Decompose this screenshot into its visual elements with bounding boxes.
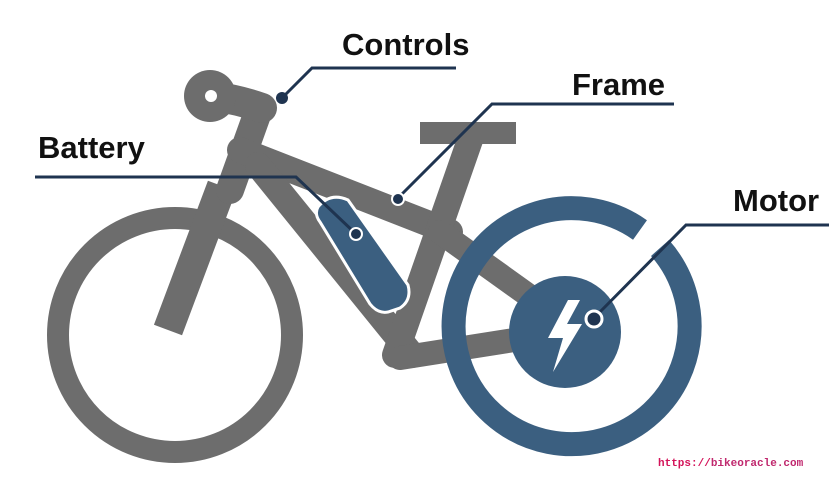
controls-dot	[276, 92, 288, 104]
bicycle	[47, 70, 577, 463]
fork	[153, 180, 237, 336]
label-controls: Controls	[342, 27, 469, 62]
watermark-domain: bikeoracle.com	[711, 458, 804, 470]
leader-dots	[276, 92, 604, 329]
handlebar-bolt	[205, 90, 217, 102]
leader-lines	[35, 66, 829, 320]
motor-wheel	[441, 196, 702, 457]
label-battery: Battery	[38, 130, 146, 165]
motor-dot	[584, 309, 604, 329]
watermark: https://bikeoracle.com	[658, 458, 804, 470]
battery-leader	[35, 175, 358, 236]
saddle	[420, 122, 516, 144]
seat-tube	[382, 127, 483, 368]
motor-leader	[592, 223, 829, 320]
front-wheel	[441, 196, 702, 457]
top-tube	[227, 137, 463, 245]
rear-wheel	[47, 207, 303, 463]
frame-dot	[391, 192, 405, 206]
lightning-bolt-icon	[548, 300, 582, 372]
watermark-prefix: https://	[658, 458, 711, 470]
label-motor: Motor	[733, 183, 819, 218]
controls-leader	[281, 66, 456, 99]
frame-leader	[396, 102, 674, 200]
battery-pack	[314, 195, 411, 314]
label-frame: Frame	[572, 67, 665, 102]
down-tube	[245, 152, 425, 368]
battery-dot	[349, 227, 363, 241]
